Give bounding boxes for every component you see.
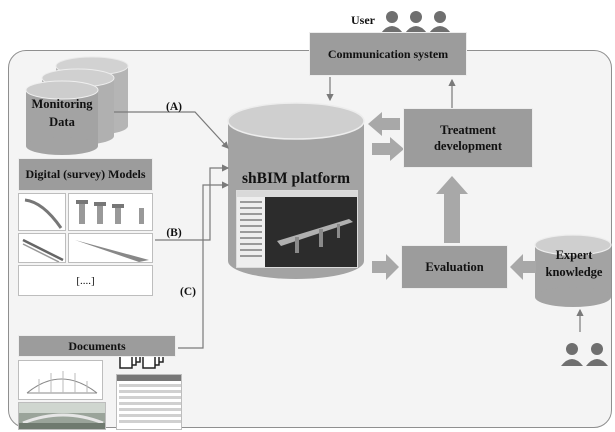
- treatment-development-box[interactable]: Treatment development: [403, 108, 533, 168]
- more-models-label: [....]: [76, 274, 95, 287]
- block-arrow-platform-to-evaluation: [372, 254, 399, 280]
- evaluation-label: Evaluation: [425, 259, 484, 274]
- expert-group-icon: [561, 343, 608, 366]
- treatment-development-label: Treatment development: [433, 123, 503, 153]
- model-thumbnail-piers: [68, 193, 153, 231]
- user-label: User: [351, 13, 375, 27]
- platform-label: shBIM platform: [241, 170, 351, 187]
- more-models-box[interactable]: [....]: [18, 265, 153, 296]
- arrow-c-label: (C): [180, 286, 196, 298]
- arrow-b-label: (B): [166, 227, 182, 239]
- expert-knowledge-label: Expert knowledge: [545, 248, 603, 279]
- document-thumbnail-drawing: [18, 360, 103, 400]
- documents-header[interactable]: Documents: [18, 335, 176, 357]
- block-arrow-treatment-to-platform: [368, 112, 400, 136]
- documents-label: Documents: [68, 338, 126, 353]
- model-thumbnail-arch: [18, 193, 66, 231]
- document-thumbnail-table: [116, 374, 182, 430]
- evaluation-box[interactable]: Evaluation: [401, 245, 508, 289]
- block-arrow-expert-to-evaluation: [510, 254, 536, 280]
- user-group-icon: [381, 11, 451, 33]
- model-thumbnail-deck: [68, 233, 153, 263]
- block-arrow-platform-to-treatment: [372, 137, 404, 161]
- document-thumbnail-photo: [18, 402, 106, 430]
- model-thumbnail-girder: [18, 233, 66, 263]
- connector-arrow-c: [178, 181, 230, 349]
- platform-software-screenshot: [236, 190, 358, 268]
- communication-system-label: Communication system: [327, 46, 449, 61]
- connector-arrow-a: [114, 111, 229, 149]
- arrow-a-label: (A): [166, 101, 182, 113]
- digital-models-label: Digital (survey) Models: [25, 167, 146, 181]
- block-arrow-evaluation-to-treatment: [436, 176, 468, 243]
- monitoring-database-icon: [25, 56, 129, 155]
- monitoring-data-label: Monitoring Data: [31, 97, 93, 129]
- expert-database-icon: [534, 234, 612, 307]
- communication-system-box[interactable]: Communication system: [309, 32, 467, 76]
- digital-models-header[interactable]: Digital (survey) Models: [18, 158, 153, 191]
- connector-arrow-b: [155, 164, 230, 241]
